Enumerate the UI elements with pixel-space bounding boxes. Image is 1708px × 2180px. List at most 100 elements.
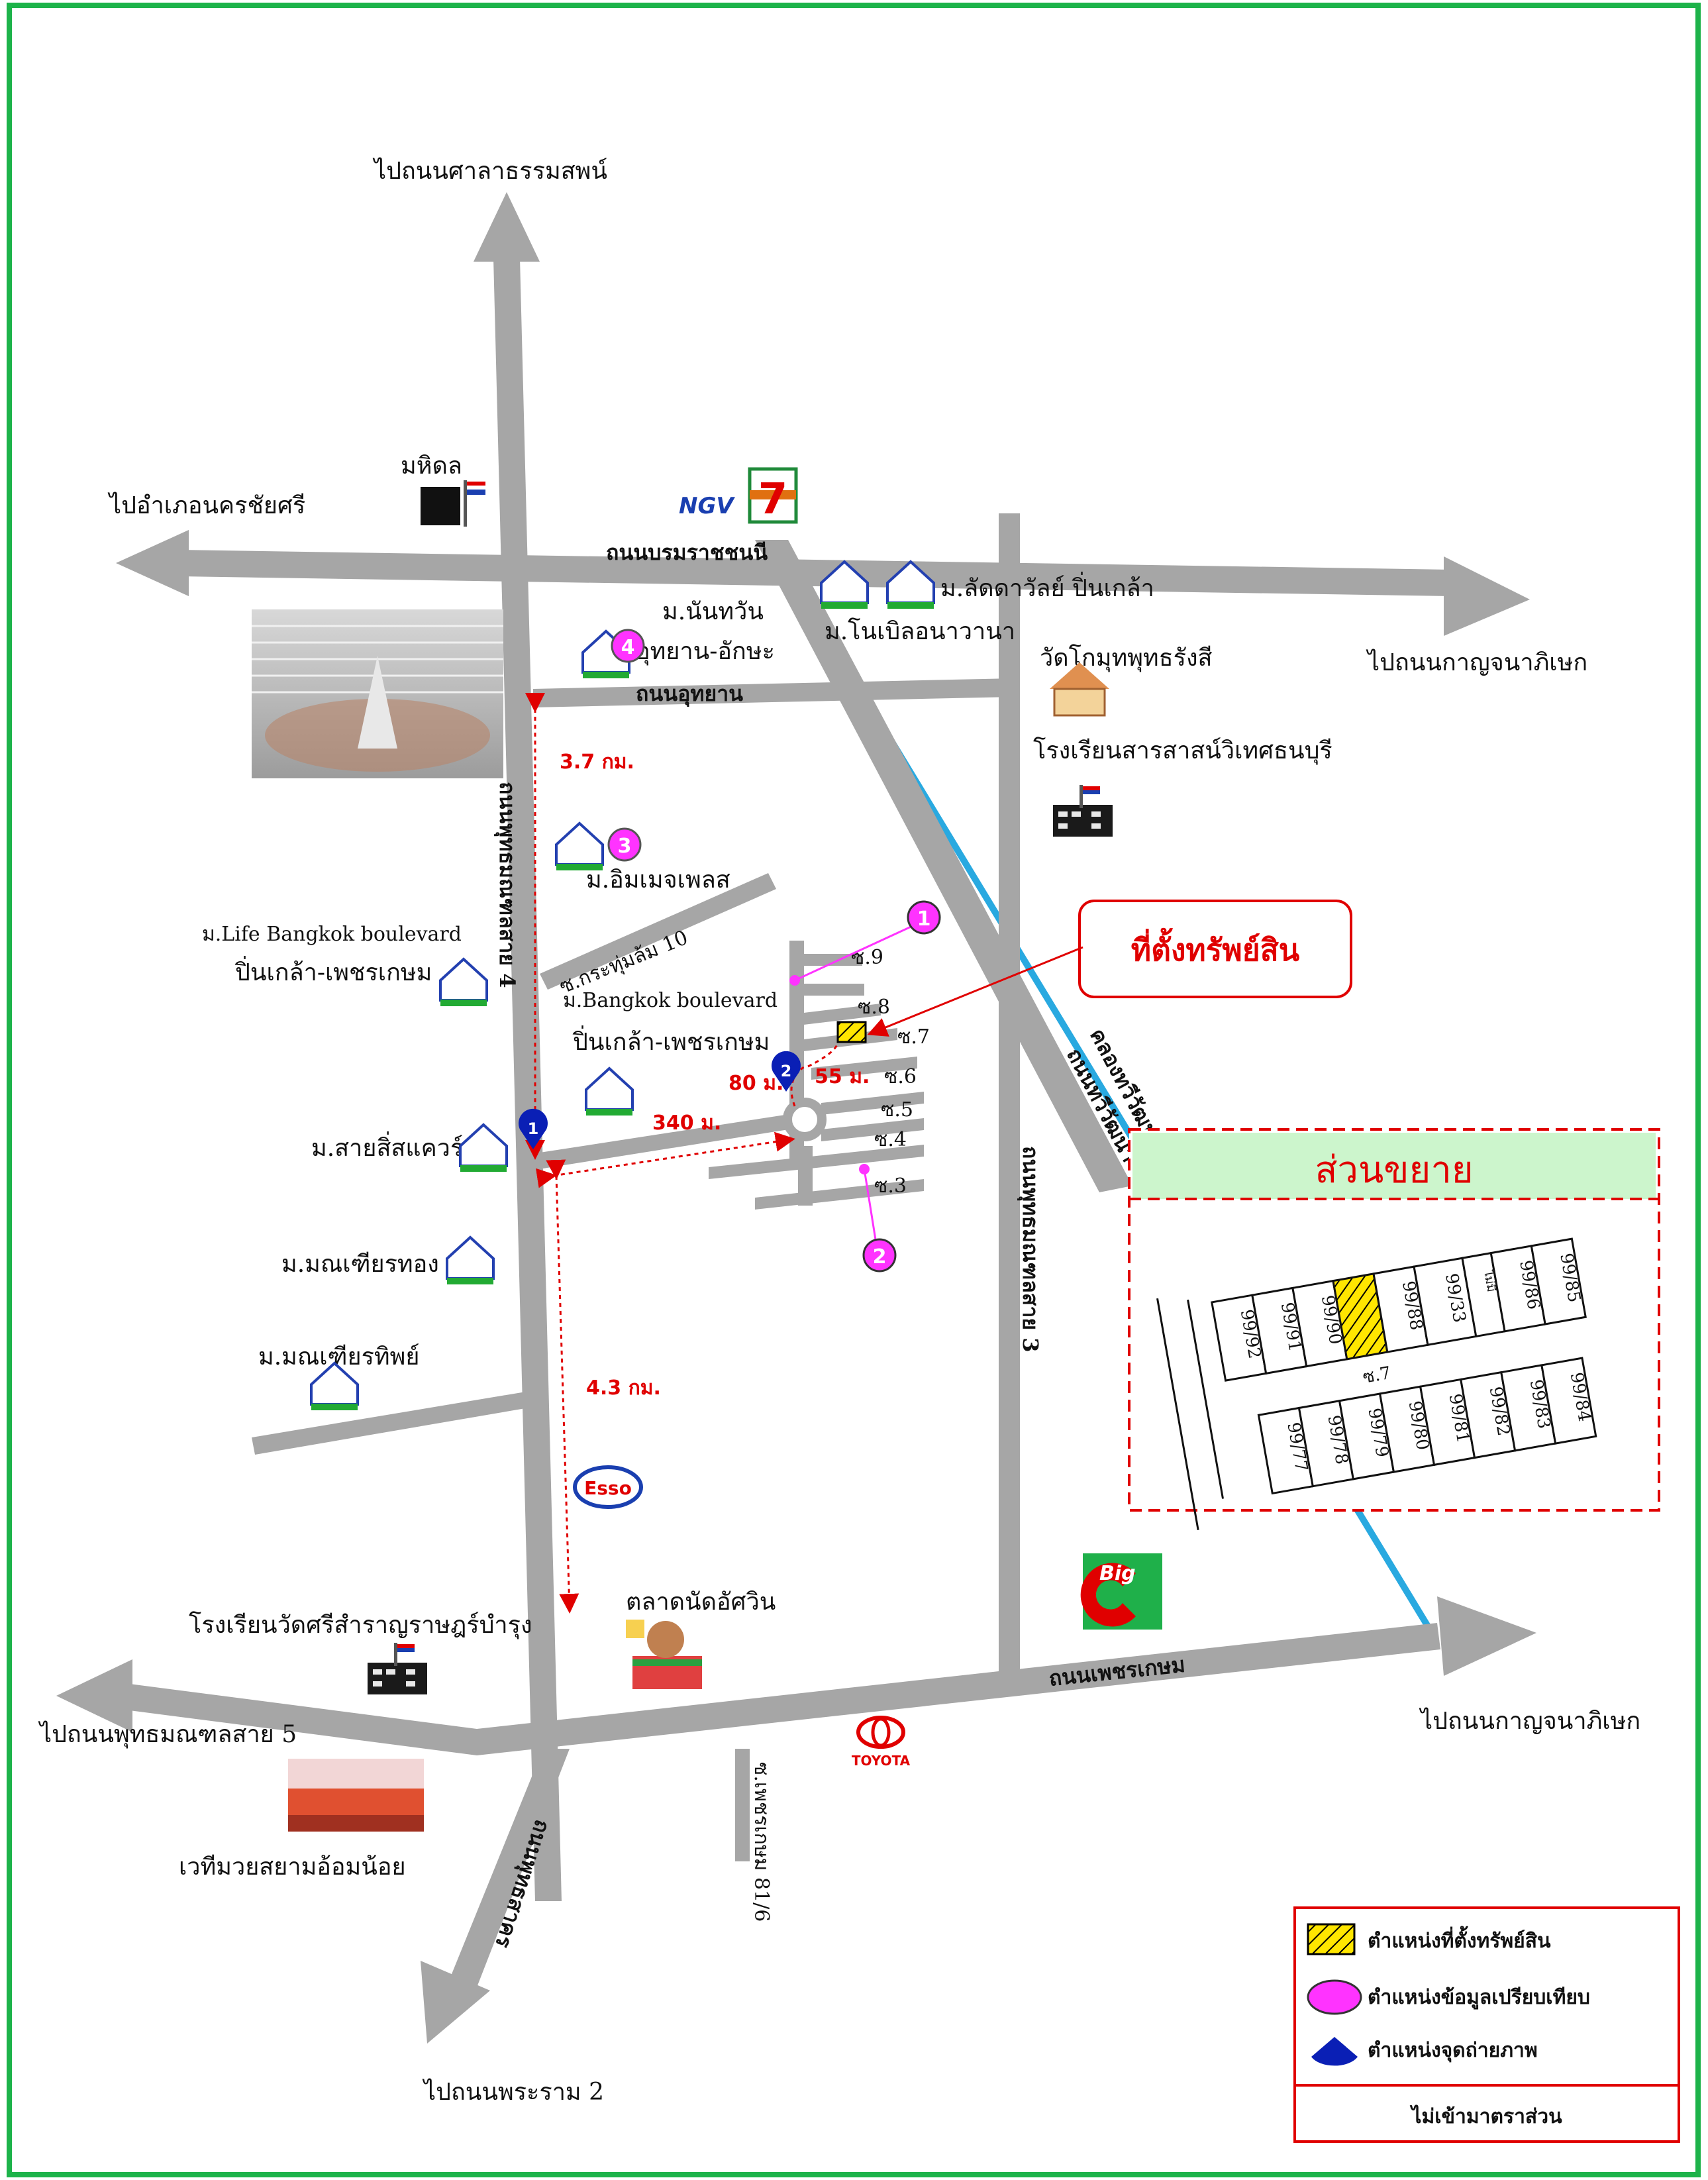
road-kratumlom10 [540, 873, 776, 990]
road-label-petchkasem: ถนนเพชรเกษม [1048, 1652, 1186, 1691]
direction-north: ไปถนนศาลาธรรมสพน์ [372, 157, 607, 185]
svg-text:ซ.6: ซ.6 [884, 1065, 917, 1088]
road-label-utthayan: ถนนอุทยาน [636, 681, 743, 707]
place-saisin: ม.สายสิ่สแควร์ [311, 1131, 463, 1162]
svg-text:ซ.9: ซ.9 [851, 946, 883, 969]
direction-west-top: ไปอำเภอนครชัยศรี [107, 492, 305, 519]
mahidol-icon [421, 480, 485, 527]
place-manee1: ม.มณเฑียรทอง [281, 1251, 439, 1278]
place-image-place: ม.อิมเมจเพลส [586, 866, 730, 894]
east-top-arrowhead [1444, 556, 1530, 636]
distance-340m: 340 ม. [652, 1112, 721, 1135]
distance-80m: 80 ม. [728, 1072, 783, 1095]
svg-text:2: 2 [873, 1245, 887, 1269]
house-icon [459, 1123, 508, 1172]
road-petchkasem [119, 1623, 1440, 1755]
east-bottom-arrowhead [1437, 1596, 1536, 1676]
inset-soi-label: ซ.7 [1361, 1363, 1392, 1388]
distance-4-3km: 4.3 กม. [586, 1376, 661, 1400]
school2-icon [368, 1643, 427, 1694]
direction-west-bottom: ไปถนนพุทธมณฑลสาย 5 [38, 1720, 297, 1749]
house-icon [446, 1235, 495, 1284]
svg-text:Esso: Esso [584, 1477, 632, 1499]
svg-text:1: 1 [528, 1119, 539, 1138]
legend-property-swatch [1307, 1923, 1356, 1955]
direction-south: ไปถนนพระราม 2 [422, 2078, 604, 2106]
esso-logo: Esso [573, 1465, 643, 1509]
comparison-markers: 1 2 [789, 900, 941, 1272]
place-lalda: ม.ลัดดาวัลย์ ปิ่นเกล้า [940, 572, 1154, 602]
road-thawiwatthana [755, 540, 1132, 1192]
house-icon [585, 1066, 634, 1116]
svg-text:3: 3 [618, 835, 632, 858]
distance-55m: 55 ม. [815, 1065, 870, 1088]
svg-text:TOYOTA: TOYOTA [852, 1753, 911, 1769]
inset-title: ส่วนขยาย [1315, 1149, 1473, 1192]
svg-text:2: 2 [781, 1062, 792, 1080]
place-nanthawan: ม.นันทวัน [662, 598, 764, 625]
road-petchkasem81 [735, 1749, 750, 1861]
market-icon [626, 1620, 702, 1689]
photo-markers: 1 2 [518, 1051, 801, 1149]
title-pointer [867, 946, 1083, 1037]
estate-markers: 4 3 [607, 629, 645, 862]
svg-text:ซ.8: ซ.8 [858, 996, 890, 1019]
svg-text:Big: Big [1099, 1562, 1136, 1585]
place-school2: โรงเรียนวัดศรีสำราญราษฎร์บำรุง [189, 1611, 532, 1639]
inset-map: ส่วนขยาย 99/92 99/91 99/90 99/88 99/33 [1128, 1128, 1660, 1531]
temple-icon [1050, 662, 1109, 717]
svg-text:ซ.3: ซ.3 [874, 1174, 907, 1198]
place-mahidol: มหิดล [401, 452, 462, 480]
road-label-phutthamonthon3: ถนนพุทธมณฑลสาย 3 [1017, 1146, 1043, 1352]
house-icon [820, 560, 869, 609]
place-bkb-sub: ปิ่นเกล้า-เพชรเกษม [572, 1025, 770, 1056]
direction-east-bottom: ไปถนนกาญจนาภิเษก [1419, 1707, 1640, 1735]
road-borommaratchachonnani [179, 550, 1450, 596]
place-wat: วัดโกมุทพุทธรังสี [1040, 644, 1213, 672]
house-icon [555, 821, 604, 870]
legend-photo-swatch [1311, 2037, 1358, 2066]
map-frame [7, 3, 1701, 2177]
inset-top-row [1211, 1237, 1587, 1382]
boxing-photo [288, 1759, 424, 1832]
svg-text:4: 4 [621, 636, 635, 659]
road-phutthasakhon [450, 1749, 570, 1987]
bigc-logo: Big [1080, 1553, 1162, 1630]
svg-text:ซ.4: ซ.4 [874, 1128, 907, 1151]
seven-eleven-logo: 7 [748, 467, 798, 524]
legend-comparison-label: ตำแหน่งข้อมูลเปรียบเทียบ [1368, 1986, 1590, 2010]
legend-property-label: ตำแหน่งที่ตั้งทรัพย์สิน [1368, 1926, 1551, 1953]
house-icons [310, 560, 935, 1410]
house-icon [886, 560, 935, 609]
west-top-arrowhead [116, 530, 189, 596]
roundabout [783, 1098, 827, 1141]
svg-text:1: 1 [917, 908, 931, 931]
title-text: ที่ตั้งทรัพย์สิน [1131, 927, 1300, 968]
soi-labels: ซ.9 ซ.8 ซ.7 ซ.6 ซ.5 ซ.4 ซ.3 [851, 946, 930, 1198]
svg-text:7: 7 [758, 475, 788, 524]
place-bkb: ม.Bangkok boulevard [563, 989, 778, 1012]
house-icon [439, 957, 488, 1006]
south-arrowhead [421, 1961, 490, 2044]
legend-scale-note: ไม่เข้ามาตราส่วน [1409, 2104, 1562, 2128]
place-life-sub: ปิ่นเกล้า-เพชรเกษม [234, 956, 432, 986]
north-arrowhead [474, 192, 540, 262]
road-west-spur [252, 1391, 533, 1455]
house-icon [310, 1361, 359, 1410]
place-boxing: เวทีมวยสยามอ้อมน้อย [179, 1853, 406, 1881]
ngv-logo: NGV [679, 493, 735, 519]
legend-comparison-swatch [1307, 1979, 1362, 2015]
distance-lines [525, 693, 839, 1614]
aerial-photo [252, 609, 503, 778]
legend: ตำแหน่งที่ตั้งทรัพย์สิน ตำแหน่งข้อมูลเปร… [1293, 1906, 1680, 2143]
road-label-borommaratchachonnani: ถนนบรมราชชนนี [606, 540, 768, 565]
road-phutthamonthon4 [493, 258, 562, 1901]
direction-east-top: ไปถนนกาญจนาภิเษก [1366, 649, 1587, 676]
road-phutthamonthon3 [999, 513, 1020, 1679]
legend-photo-label: ตำแหน่งจุดถ่ายภาพ [1368, 2039, 1538, 2063]
road-label-petchkasem81: ซ.เพชรเกษม 81/6 [750, 1762, 773, 1922]
svg-text:ซ.7: ซ.7 [897, 1025, 930, 1049]
school-icon [1053, 785, 1113, 837]
road-utthayan [533, 678, 1013, 707]
